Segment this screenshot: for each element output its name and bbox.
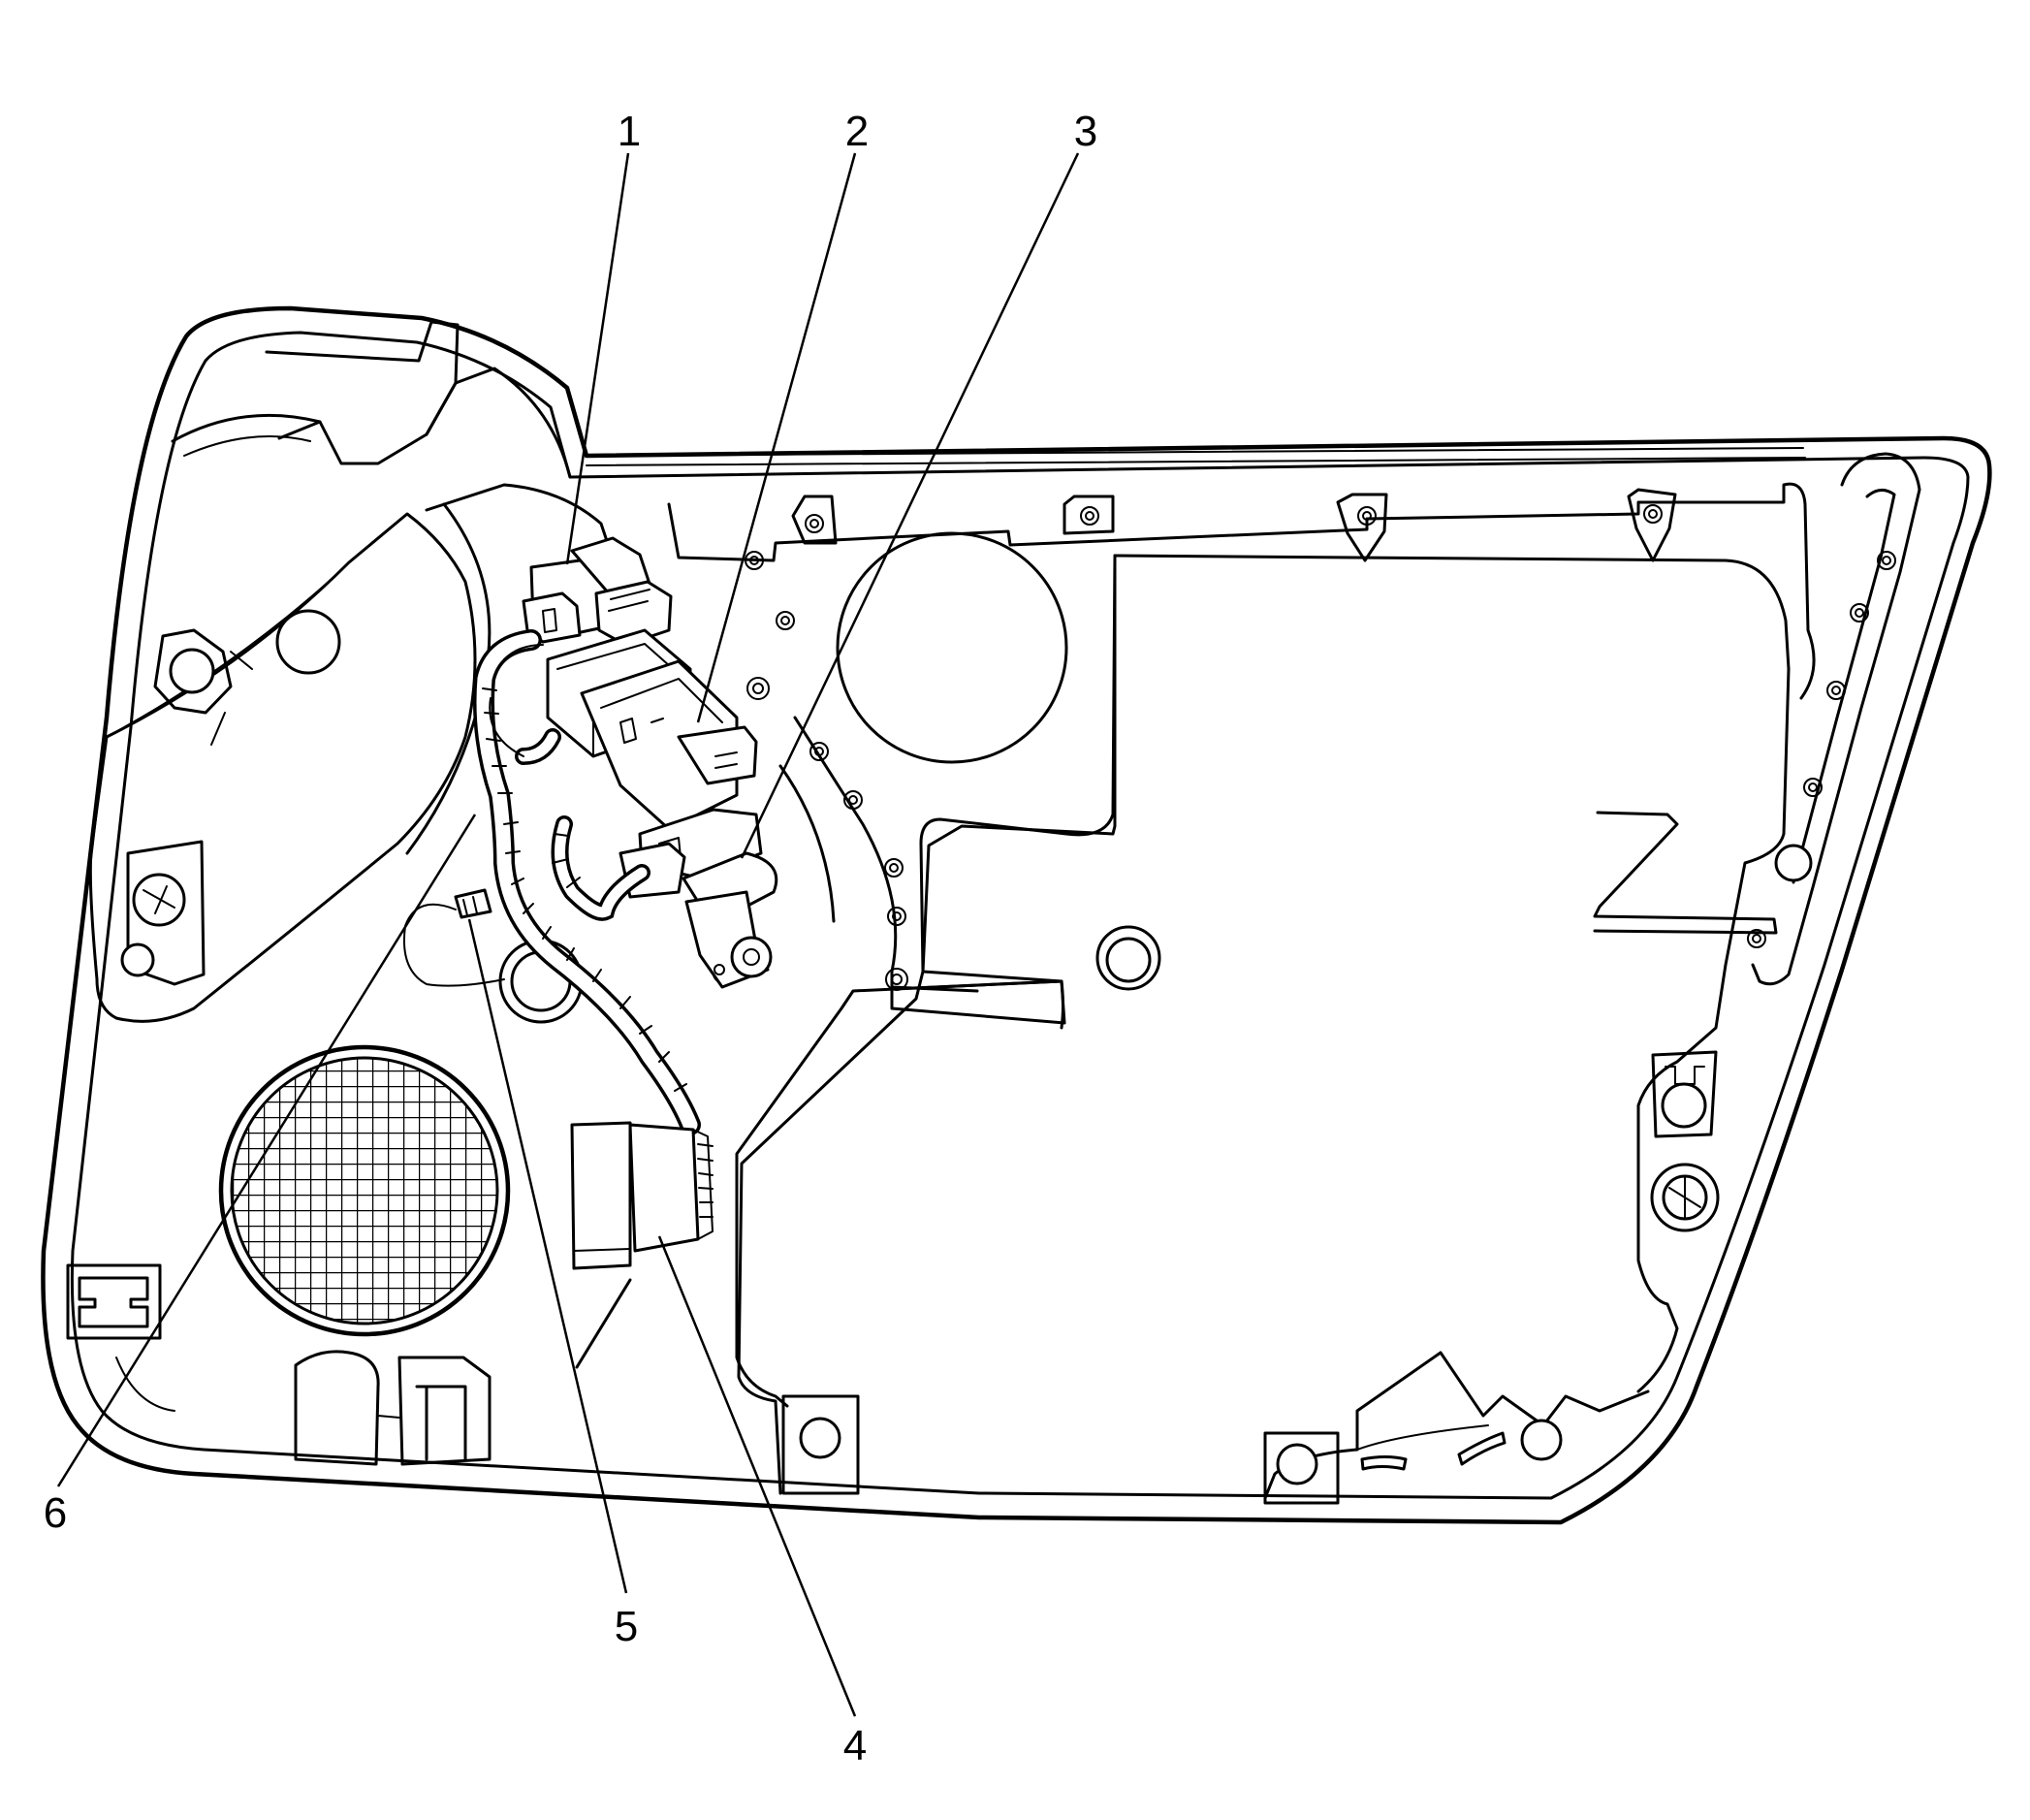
power-window-switch-assembly — [522, 536, 778, 989]
callout-labels: 1 2 3 4 5 6 — [44, 108, 1097, 1770]
speaker-grille — [218, 1044, 511, 1337]
callout-5: 5 — [615, 1603, 638, 1650]
trim-step — [1593, 811, 1778, 935]
trim-bar — [890, 979, 1066, 1025]
center-fastener — [1095, 925, 1161, 991]
wiring-harness — [473, 629, 701, 1135]
door-module-opening — [737, 554, 1650, 1500]
right-edge-rail — [1747, 452, 1921, 986]
callout-2: 2 — [845, 108, 869, 155]
pocket-inner-edge — [115, 1357, 175, 1412]
retainer-clip-lower — [120, 840, 206, 986]
map-pocket — [88, 483, 622, 1023]
armrest-upper-bezel — [171, 320, 572, 479]
lower-latch-slot — [66, 1263, 162, 1340]
callout-leaders — [56, 152, 1080, 1717]
pocket-lower-edge — [575, 1278, 632, 1369]
retaining-wire — [403, 903, 505, 987]
retainer-clip-upper — [153, 628, 253, 746]
callout-4: 4 — [843, 1722, 867, 1770]
hole-upper-left — [275, 609, 341, 675]
right-retainer-clips — [1650, 1050, 1720, 1232]
window-regulator-opening — [836, 531, 1068, 764]
callout-6: 6 — [44, 1489, 67, 1537]
harness-connector — [570, 1121, 714, 1270]
door-panel-outline — [41, 305, 1992, 1525]
bottom-clip-tabs — [294, 1350, 492, 1466]
callout-1: 1 — [618, 108, 641, 155]
upper-mount-bosses — [791, 488, 1677, 562]
callout-3: 3 — [1074, 108, 1097, 155]
frame-bolts — [711, 551, 908, 991]
lower-mount-bosses — [781, 1394, 1563, 1505]
wire-tie-clip — [454, 888, 492, 919]
